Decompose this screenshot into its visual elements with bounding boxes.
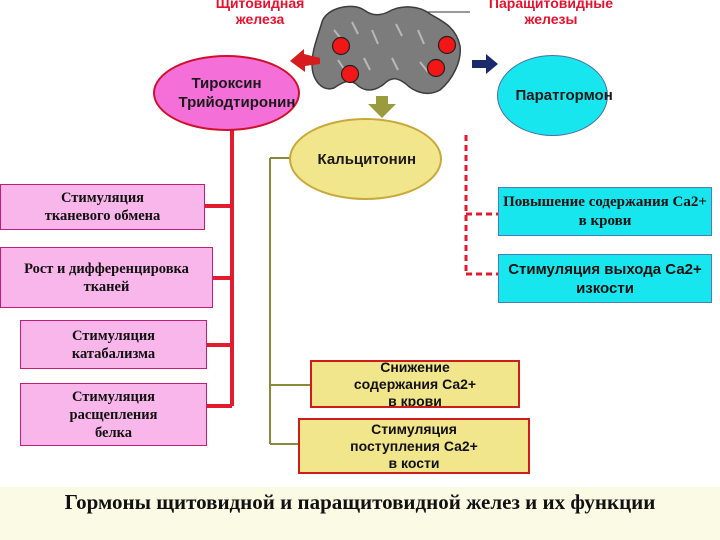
parathormone-label: Паратгормон [515,87,613,104]
parathormone-effect-2: Стимуляция выхода Са2+ изкости [498,254,712,303]
thyroxine-ellipse: Тироксин Трийодтиронин [153,55,300,131]
caption-background [0,487,720,540]
thyroxine-effect-1: Стимуляция тканевого обмена [0,184,205,230]
parathyroid-gland-dot-1 [331,36,351,56]
thyroxine-effect-3-text: Стимуляция катабализма [71,327,156,362]
thyroid-gland-texture [333,21,429,73]
parathormone-effect-1-text: Повышение содержания Са2+ в крови [503,193,707,229]
thyroxine-effect-2-text: Рост и дифференцировка тканей [24,260,189,295]
thyroxine-effect-4-text: Стимуляция расщепления белка [69,388,158,441]
parathyroid-gland-dot-4 [426,58,446,78]
calcitonin-label: Кальцитонин [317,150,417,168]
parathormone-ellipse: Паратгормон [497,55,613,136]
thyroxine-effect-1-text: Стимуляция тканевого обмена [44,190,161,224]
calcitonin-effect-2: Стимуляция поступления Са2+ в кости [298,418,530,474]
caption-text: Гормоны щитовидной и паращитовидной желе… [64,490,656,514]
arrow-to-thyroxine [290,49,320,72]
calcitonin-effect-1: Снижение содержания Са2+ в крови [310,360,520,408]
calcitonin-effect-1-text: Снижение содержания Са2+ в крови [353,360,477,408]
thyroxine-label: Тироксин Трийодтиронин [178,75,296,111]
thyroxine-effect-2: Рост и дифференцировка тканей [0,247,213,308]
parathyroid-gland-dot-2 [340,64,360,84]
thyroxine-effect-4: Стимуляция расщепления белка [20,383,207,446]
calcitonin-ellipse: Кальцитонин [289,118,442,200]
thyroxine-effect-3: Стимуляция катабализма [20,320,207,369]
parathormone-effect-1: Повышение содержания Са2+ в крови [498,187,712,236]
arrow-to-calcitonin [368,96,396,118]
parathormone-effect-2-text: Стимуляция выхода Са2+ изкости [508,260,702,297]
calcitonin-effect-2-text: Стимуляция поступления Са2+ в кости [350,420,478,471]
parathyroid-label: Паращитовидные железы [488,0,614,27]
parathyroid-gland-dot-3 [437,35,457,55]
thyroid-label: Щитовидная железа [215,0,305,27]
arrow-to-parathormone [472,54,498,74]
